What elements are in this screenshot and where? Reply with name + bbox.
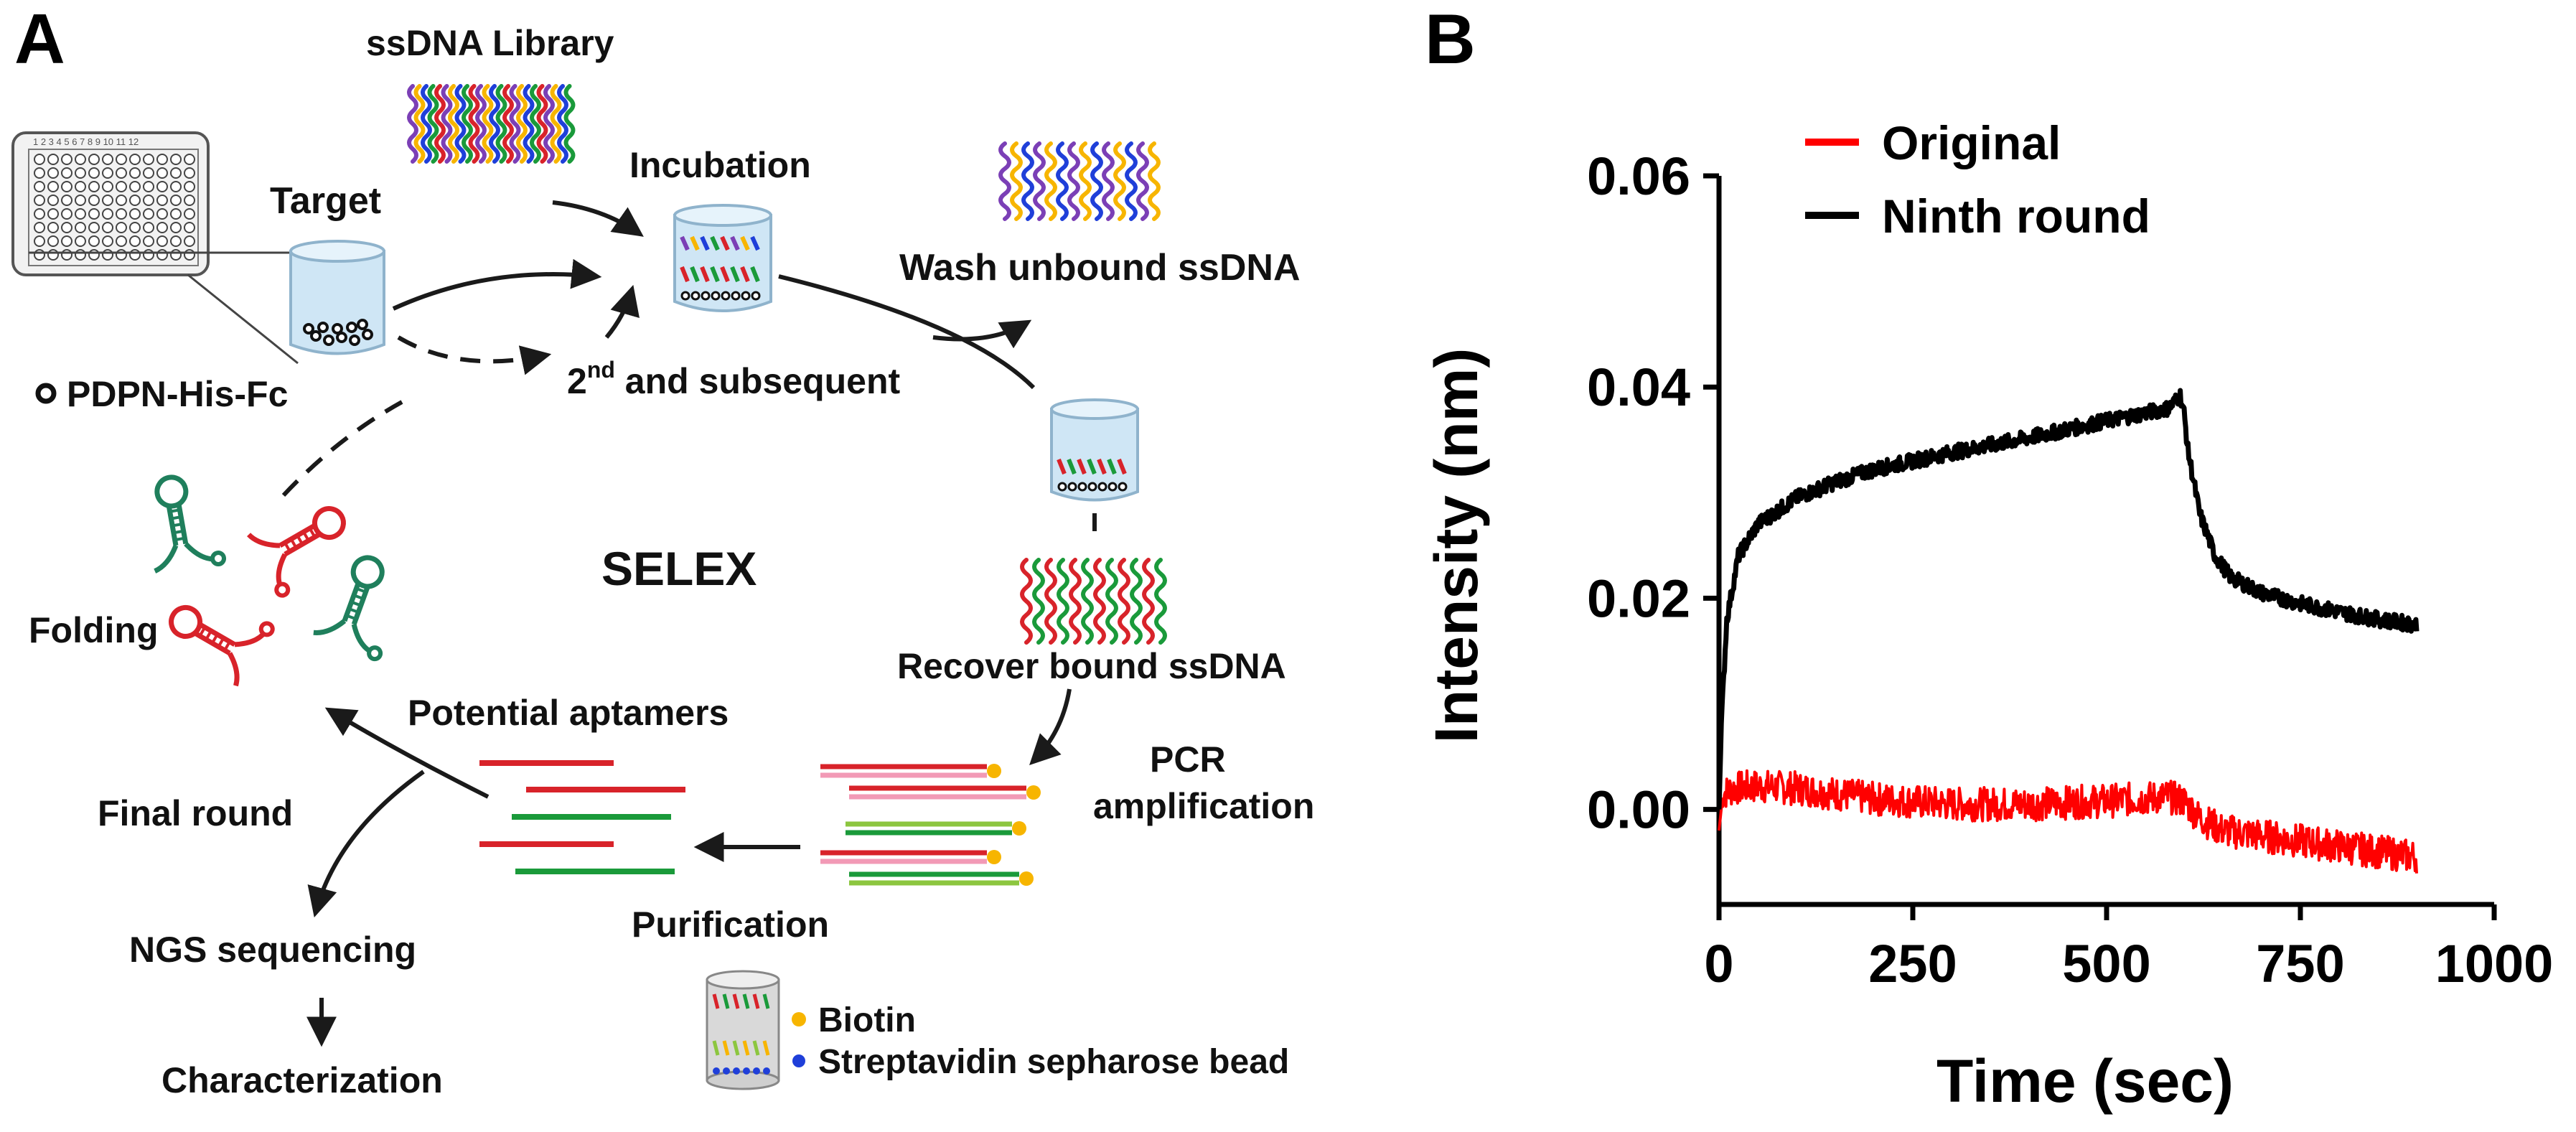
panel-a-label: A (14, 0, 65, 78)
x-axis-title: Time (sec) (1936, 1047, 2234, 1115)
panel-b-binding-chart: B 0 250 500 750 1000 0.00 0.02 0.04 0.06 Intensi… (1423, 0, 2553, 1115)
final-round-label: Final round (98, 793, 293, 833)
bead-marker-icon (792, 1054, 805, 1067)
streptavidin-label: Streptavidin sepharose bead (818, 1043, 1289, 1081)
x-tick-label: 500 (2062, 934, 2150, 993)
pcr-duplex-strands (820, 764, 1041, 886)
plate-column-numbers: 1 2 3 4 5 6 7 8 9 10 11 12 (33, 136, 139, 147)
target-label: Target (270, 180, 381, 222)
incubation-tube-icon (673, 204, 772, 312)
pdpn-marker-icon (35, 383, 57, 404)
recovered-strands (1020, 558, 1167, 645)
x-tick-label: 1000 (2435, 934, 2554, 993)
folded-aptamers-icon (154, 474, 385, 687)
biotin-label: Biotin (818, 1001, 916, 1039)
unbound-strands (998, 141, 1161, 221)
panel-a-selex-diagram: A 1 2 3 4 5 6 7 8 9 10 11 12 Target PDPN… (11, 0, 1314, 1100)
subsequent-rounds-label: 2nd and subsequent (567, 357, 901, 401)
pdpn-label: PDPN-His-Fc (67, 374, 288, 414)
cycle-arrows (281, 200, 1097, 1047)
potential-aptamers-label: Potential aptamers (408, 693, 729, 733)
target-tube-icon (289, 240, 385, 355)
y-tick-label: 0.06 (1587, 146, 1690, 206)
ngs-label: NGS sequencing (129, 930, 416, 970)
panel-b-label: B (1425, 0, 1476, 78)
wash-label: Wash unbound ssDNA (899, 247, 1301, 289)
x-tick-label: 750 (2256, 934, 2344, 993)
pcr-label-line2: amplification (1093, 786, 1314, 826)
x-tick-label: 250 (1868, 934, 1957, 993)
x-tick-label: 0 (1704, 934, 1733, 993)
series-line-original (1718, 769, 2418, 874)
legend: Original Ninth round (1805, 116, 2150, 243)
y-tick-label: 0.02 (1587, 569, 1690, 628)
biotin-marker-icon (792, 1012, 806, 1026)
streptavidin-column-icon (706, 970, 780, 1090)
y-tick-label: 0.00 (1587, 780, 1690, 840)
bound-tube-icon (1050, 398, 1139, 502)
chart-plot-area: 0 250 500 750 1000 0.00 0.02 0.04 0.06 (1587, 146, 2553, 993)
recover-label: Recover bound ssDNA (897, 646, 1286, 686)
folding-label: Folding (29, 610, 159, 650)
ssdna-library-strands (407, 84, 576, 164)
potential-aptamer-strands (479, 760, 685, 874)
zoom-line-bottom (187, 273, 299, 365)
incubation-label: Incubation (629, 145, 811, 185)
purification-label: Purification (632, 904, 829, 945)
legend-label-ninth-round: Ninth round (1882, 190, 2150, 243)
characterization-label: Characterization (161, 1060, 443, 1100)
pcr-label-line1: PCR (1150, 739, 1226, 780)
ssdna-library-label: ssDNA Library (366, 23, 614, 63)
legend-label-original: Original (1882, 116, 2061, 169)
y-axis-title: Intensity (nm) (1423, 348, 1490, 744)
y-tick-label: 0.04 (1587, 357, 1690, 417)
series-line-ninth-round (1716, 388, 2420, 810)
selex-label: SELEX (601, 542, 757, 595)
